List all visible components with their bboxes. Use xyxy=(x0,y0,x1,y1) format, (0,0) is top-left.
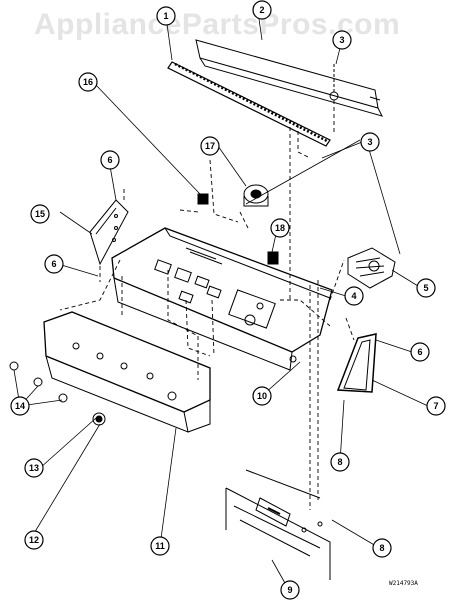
callout-10: 10 xyxy=(257,391,267,401)
callout-6-top: 6 xyxy=(107,155,112,165)
callout-8-mid: 8 xyxy=(337,457,342,467)
callout-5: 5 xyxy=(423,283,428,293)
part-16-clip xyxy=(197,193,209,205)
part-1-trim-strip xyxy=(167,61,331,147)
callout-numbers: 1 2 3 3 4 5 6 6 6 7 8 8 9 10 11 12 13 14… xyxy=(15,5,439,595)
callout-3-right: 3 xyxy=(367,137,372,147)
callout-8-bottom: 8 xyxy=(379,543,384,553)
part-8-cabinet-base xyxy=(225,469,331,580)
callout-2: 2 xyxy=(259,5,264,15)
part-17-timer xyxy=(243,184,269,207)
part-2-top-rail xyxy=(195,39,383,117)
callout-6-left: 6 xyxy=(51,259,56,269)
callout-6-right: 6 xyxy=(417,347,422,357)
callout-1: 1 xyxy=(163,11,168,21)
part-11-front-console xyxy=(43,311,211,433)
callout-12: 12 xyxy=(29,535,39,545)
callout-14: 14 xyxy=(15,401,25,411)
part-15-left-endcap xyxy=(89,199,129,266)
part-10-console-panel xyxy=(111,227,333,371)
callout-bubbles xyxy=(10,0,446,600)
callout-3-top: 3 xyxy=(339,35,344,45)
assembly-guide-lines xyxy=(59,100,355,510)
callout-7: 7 xyxy=(433,401,438,411)
part-7-right-endcap xyxy=(336,333,377,393)
part-5-timer-assembly xyxy=(347,247,396,289)
drawing-reference-code: W214793A xyxy=(389,580,418,587)
callout-17: 17 xyxy=(205,141,215,151)
callout-11: 11 xyxy=(155,541,165,551)
part-18-switch xyxy=(267,251,279,265)
callout-18: 18 xyxy=(275,223,285,233)
callout-leaders xyxy=(13,11,429,593)
callout-16: 16 xyxy=(83,77,93,87)
callout-9: 9 xyxy=(287,585,292,595)
callout-4: 4 xyxy=(351,291,356,301)
callout-15: 15 xyxy=(35,209,45,219)
callout-13: 13 xyxy=(29,463,39,473)
